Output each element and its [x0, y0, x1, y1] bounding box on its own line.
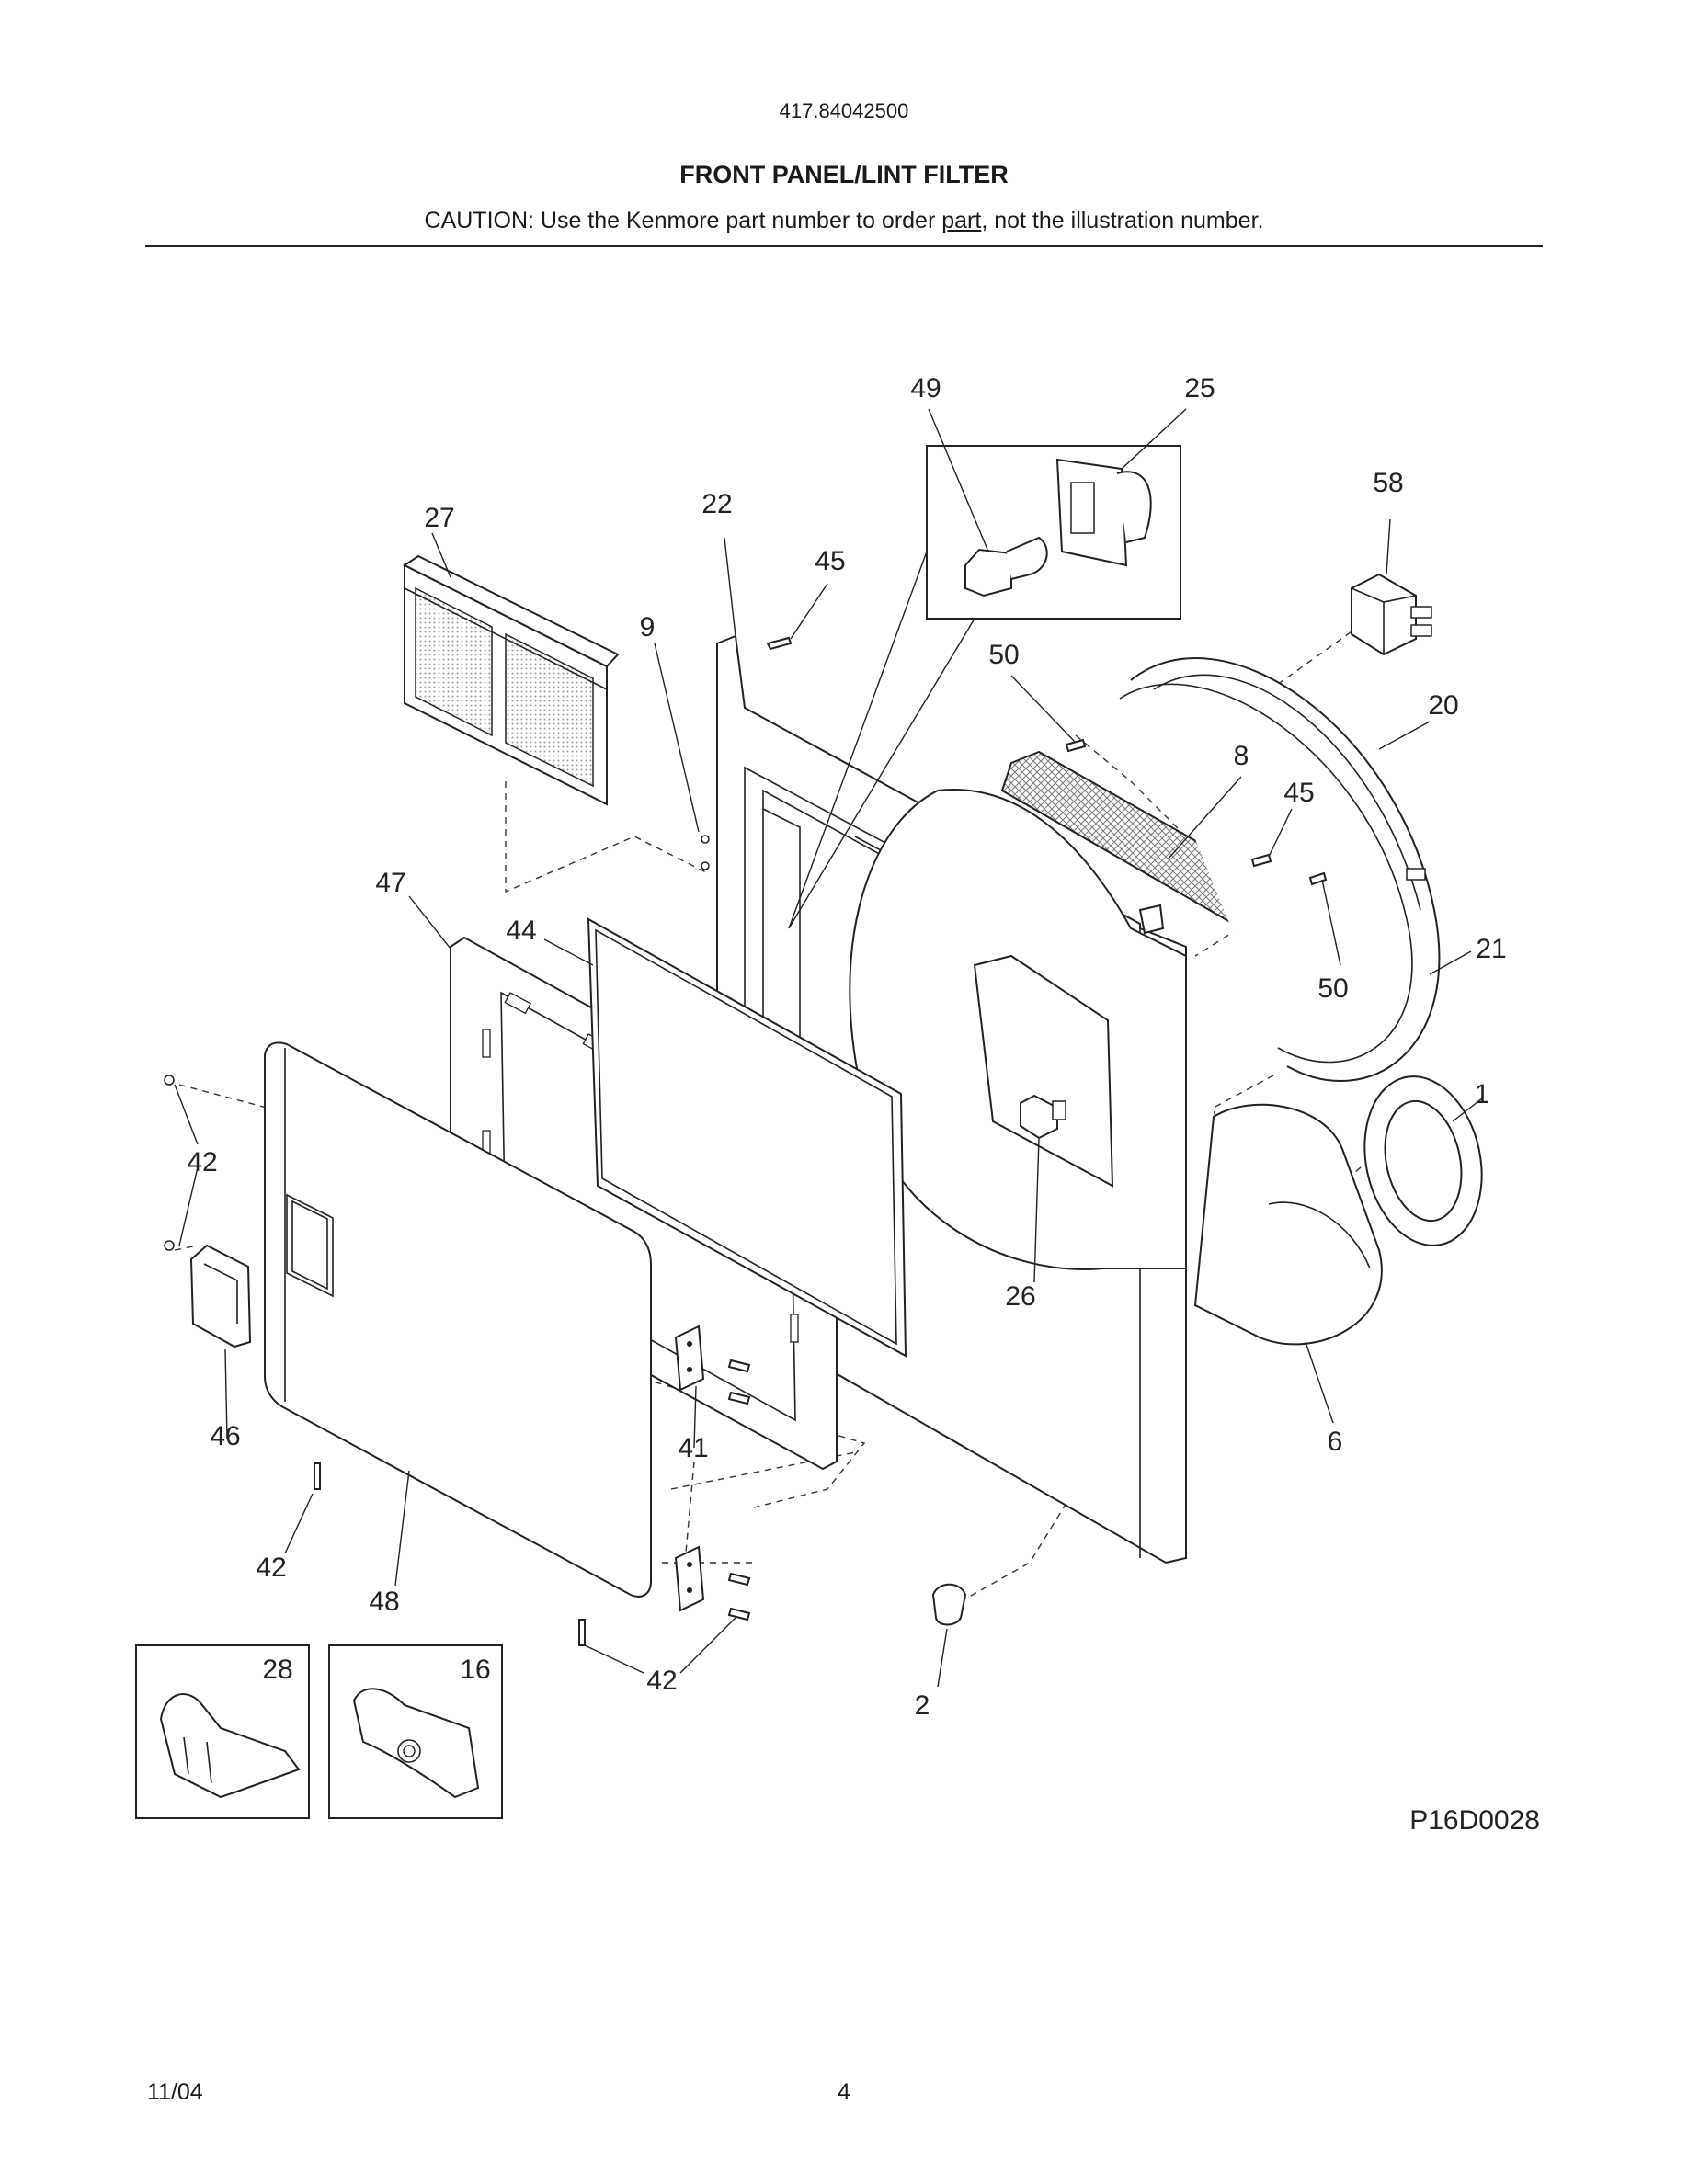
label-20: 20 [1428, 690, 1458, 721]
door-strike-part-46 [189, 1244, 252, 1348]
inset-detail-parts-49-25 [788, 445, 1181, 929]
outer-door-part-48 [264, 1041, 652, 1598]
label-42-bottom-left: 42 [256, 1553, 286, 1583]
label-6: 6 [1328, 1427, 1343, 1457]
label-25: 25 [1184, 373, 1215, 404]
label-1: 1 [1475, 1079, 1490, 1109]
label-47: 47 [375, 868, 405, 898]
part-number-labels: 49 25 58 27 22 45 9 50 20 8 45 47 44 21 … [187, 373, 1540, 1836]
header-rule [145, 245, 1543, 247]
label-9: 9 [640, 612, 656, 643]
model-number: 417.84042500 [779, 99, 909, 122]
footer-page-number: 4 [838, 2079, 850, 2105]
inset-box-part-28 [135, 1644, 310, 1819]
footer-date: 11/04 [147, 2079, 203, 2105]
leader-lines [174, 408, 1483, 1688]
label-50-right: 50 [1317, 973, 1348, 1004]
door-gasket-part-44 [587, 917, 907, 1358]
leveling-foot-part-2 [931, 1583, 967, 1626]
lint-filter-part-27 [403, 554, 620, 806]
label-49: 49 [910, 373, 941, 404]
label-16: 16 [460, 1655, 490, 1685]
exhaust-duct-parts-1-6 [1193, 1075, 1483, 1346]
label-48: 48 [369, 1587, 399, 1617]
caution-text-end: , not the illustration number. [981, 208, 1264, 233]
inset-box-part-16 [328, 1644, 503, 1819]
label-42-left: 42 [187, 1147, 217, 1177]
label-46: 46 [210, 1421, 240, 1451]
label-22: 22 [701, 489, 732, 519]
label-45-top: 45 [815, 546, 845, 576]
drum-seal-parts-20-21 [1119, 657, 1441, 1082]
label-50-top: 50 [988, 640, 1019, 670]
door-hinge-parts-41 [674, 1325, 705, 1612]
drawing-code: P16D0028 [1409, 1805, 1540, 1836]
label-2: 2 [915, 1690, 930, 1721]
label-42-bottom: 42 [646, 1666, 677, 1696]
label-45-right: 45 [1283, 778, 1314, 808]
label-41: 41 [678, 1433, 708, 1463]
caution-note: CAUTION: Use the Kenmore part number to … [0, 208, 1688, 234]
door-switch-part-26 [1020, 1094, 1066, 1140]
label-58: 58 [1373, 468, 1403, 498]
label-27: 27 [424, 503, 454, 533]
label-8: 8 [1234, 741, 1249, 771]
thermostat-part-58 [1351, 573, 1432, 656]
label-28: 28 [262, 1655, 292, 1685]
section-title: FRONT PANEL/LINT FILTER [679, 161, 1009, 188]
label-21: 21 [1476, 934, 1506, 964]
label-44: 44 [506, 916, 536, 946]
caution-underlined-word: part [941, 208, 982, 233]
screws [164, 636, 1328, 1646]
label-26: 26 [1005, 1281, 1035, 1312]
caution-text-start: CAUTION: Use the Kenmore part number to … [424, 208, 942, 233]
